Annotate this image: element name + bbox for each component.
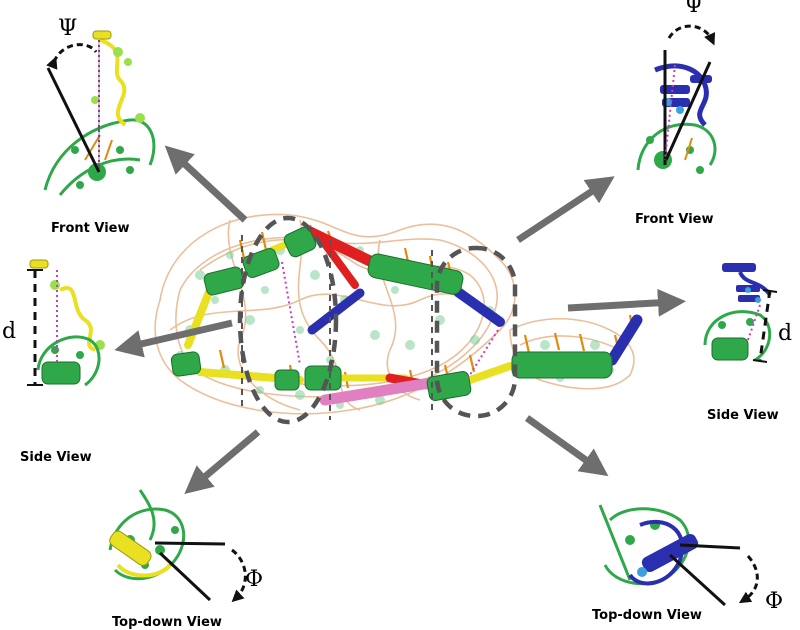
- arrow-to-top-right: [524, 415, 609, 477]
- top-down-view-label-right: Top-down View: [592, 608, 702, 623]
- top-down-view-right-panel: Φ Top-down View: [592, 504, 783, 623]
- arrow-to-side-left: [114, 319, 233, 358]
- pink-helix: [319, 377, 436, 406]
- phi-symbol-left: Φ: [245, 567, 263, 592]
- arrow-to-side-right: [567, 288, 686, 317]
- blue-helices: [307, 287, 643, 366]
- arrow-to-front-left: [164, 145, 248, 223]
- front-view-label-right: Front View: [635, 212, 714, 227]
- ellipse-highlight: [237, 215, 339, 425]
- psi-symbol-right: Ψ: [684, 0, 703, 18]
- side-view-right-panel: d Side View: [703, 263, 792, 423]
- rectangle-highlight: [434, 245, 518, 419]
- side-view-label-left: Side View: [20, 450, 92, 465]
- side-view-left-panel: d Side View: [2, 259, 105, 465]
- front-view-label-left: Front View: [51, 221, 130, 236]
- side-view-label-right: Side View: [707, 408, 779, 423]
- distance-symbol-left: d: [2, 319, 16, 344]
- top-down-view-left-panel: Φ Top-down View: [108, 489, 263, 630]
- arrow-to-top-left: [184, 429, 261, 495]
- view-arrows: [114, 145, 686, 495]
- psi-symbol-left: Ψ: [58, 16, 77, 41]
- phi-symbol-right: Φ: [765, 589, 783, 614]
- front-view-right-panel: Ψ Front View: [635, 0, 717, 227]
- central-nucleosome-complex: [154, 213, 643, 425]
- front-view-left-panel: Ψ Front View: [43, 16, 156, 236]
- top-down-view-label-left: Top-down View: [112, 615, 222, 630]
- dashed-guide-lines: [241, 235, 433, 420]
- arrow-to-front-right: [516, 176, 615, 243]
- distance-symbol-right: d: [778, 321, 792, 346]
